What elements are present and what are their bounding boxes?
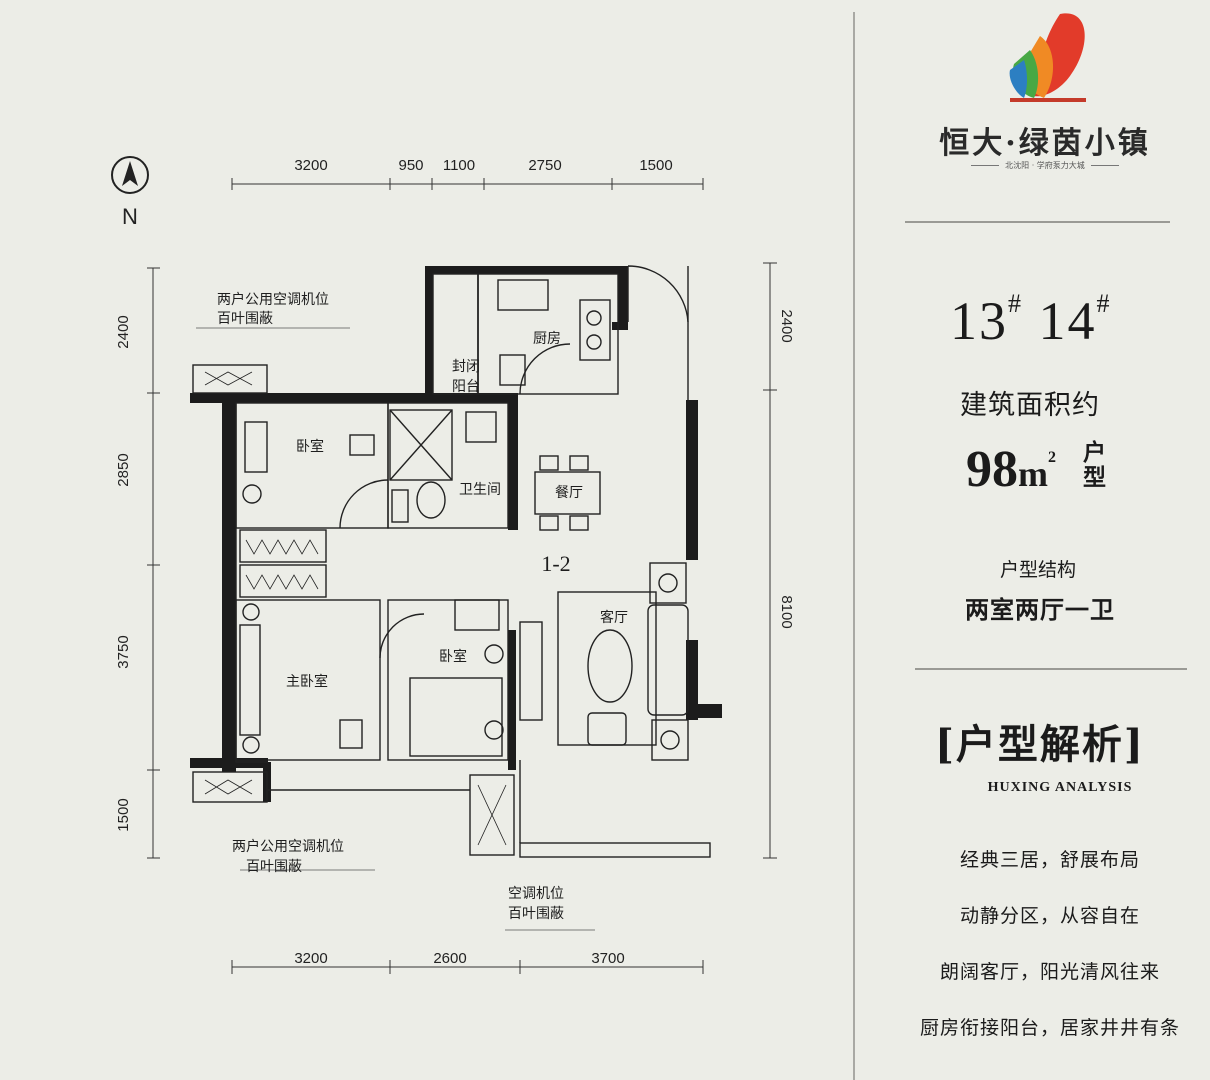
living-window [519,842,711,858]
dim-top-2: 950 [398,157,423,174]
dim-top-3: 1100 [443,157,475,174]
room-closed-balcony-2: 阳台 [452,379,480,395]
washbasin [465,411,497,443]
divider-1 [905,221,1170,223]
dim-right-1: 2400 [778,309,795,342]
ac-unit-right [469,774,515,856]
ac-unit-bottom [192,771,268,803]
tv-cabinet [519,621,543,721]
dim-left-1: 2400 [115,315,132,348]
dining-table [534,471,601,515]
unit-code: 1-2 [541,551,570,576]
dim-bottom-2: 2600 [433,950,466,967]
wardrobe-1 [239,529,327,563]
note-ac-top-2: 百叶围蔽 [217,311,273,327]
area-value: 98m2 [966,441,1056,498]
analysis-line-2: 动静分区，从容自在 [959,905,1140,927]
analysis-title: [户型解析] [935,721,1145,768]
ac-unit-top [192,364,268,394]
dim-left-3: 3750 [115,635,132,668]
note-ac-right-2: 百叶围蔽 [508,906,564,922]
analysis-line-1: 经典三居，舒展布局 [959,849,1140,871]
analysis-line-4: 厨房衔接阳台，居家井井有条 [919,1017,1180,1039]
floor-plan: 3200 950 1100 2750 1500 3200 2600 3700 2… [111,156,795,974]
dim-top-1: 3200 [294,157,327,174]
north-compass-icon [111,156,149,194]
dim-left-2: 2850 [115,453,132,486]
wardrobe-2 [239,564,327,598]
area-label: 建筑面积约 [960,390,1100,421]
dim-top-5: 1500 [639,157,672,174]
building-14: 14 [1038,291,1097,351]
brand-name: 恒大·绿茵小镇 [939,126,1151,161]
ac-indoor-icon [242,484,262,504]
dim-left-4: 1500 [115,798,132,831]
note-ac-top-1: 两户公用空调机位 [217,291,329,308]
note-ac-bottom-2: 百叶围蔽 [246,859,302,875]
structure-value: 两室两厅一卫 [965,595,1115,624]
structure-label: 户型结构 [1000,559,1077,581]
note-ac-bottom-1: 两户公用空调机位 [232,838,344,855]
dim-right-2: 8100 [778,595,795,628]
coffee-table [587,629,633,703]
walls [190,266,722,802]
building-13-mark: # [1008,289,1023,318]
brand-logo-icon [1009,13,1086,102]
second-bed [409,677,503,757]
analysis-subtitle: HUXING ANALYSIS [987,780,1133,795]
shower [389,409,453,481]
analysis-lines: 经典三居，舒展布局 动静分区，从容自在 朗阔客厅，阳光清风往来 厨房衔接阳台，居… [900,845,1200,1069]
room-master-bedroom: 主卧室 [286,673,328,690]
master-bed [239,624,261,736]
room-closed-balcony-1: 封闭 [452,359,480,375]
room-bedroom-north: 卧室 [296,438,324,455]
divider-2 [915,668,1187,670]
wardrobe-3 [454,599,500,631]
kitchen-sink [497,279,549,311]
room-kitchen: 厨房 [533,331,561,347]
room-dining: 餐厅 [555,485,583,501]
info-panel: 恒大·绿茵小镇 北沈阳 · 学府泵力大城 13# 14# 建筑面积约 98m2 … [880,0,1210,1080]
analysis-line-3: 朗阔客厅，阳光清风往来 [939,961,1160,983]
divider-line [853,12,855,1080]
dim-bottom-3: 3700 [591,950,624,967]
building-13: 13 [950,291,1008,351]
brand-tagline: 北沈阳 · 学府泵力大城 [920,160,1170,171]
room-living: 客厅 [600,609,628,626]
sofa [647,604,689,716]
toilet [416,481,446,519]
building-numbers: 13# 14# [950,289,1112,352]
note-ac-right-1: 空调机位 [508,886,564,902]
area-type: 户型 [1083,439,1106,491]
room-bedroom-south: 卧室 [439,648,467,665]
room-bathroom: 卫生间 [459,482,501,498]
dim-top-4: 2750 [528,157,561,174]
kitchen-stove [579,299,611,361]
north-label: N [122,204,138,229]
building-14-mark: # [1096,289,1112,318]
dim-bottom-1: 3200 [294,950,327,967]
armchair [587,712,627,746]
